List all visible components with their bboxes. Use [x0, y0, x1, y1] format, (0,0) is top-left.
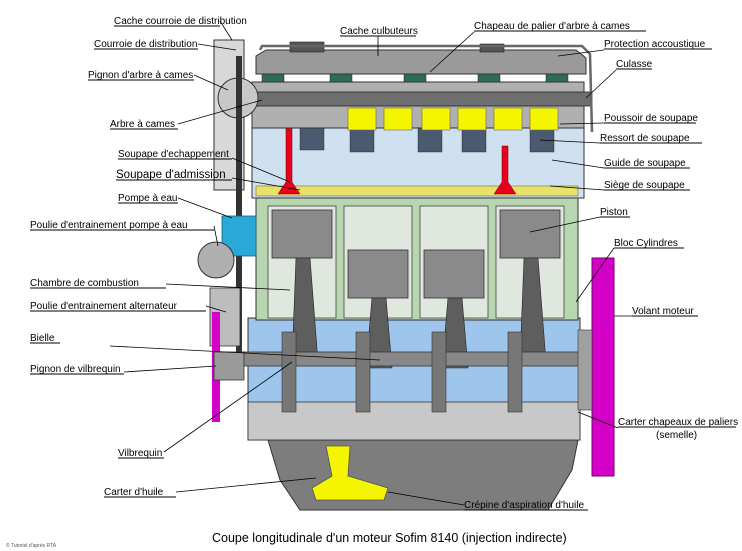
- water-pump-pulley: [197, 241, 235, 279]
- leader-lines: [109, 20, 632, 506]
- label-intake-valve: Soupape d'admission: [116, 169, 226, 181]
- valve-springs: [299, 119, 555, 153]
- timing-belt: [236, 56, 242, 356]
- label-camshaft-bearing-cap: Chapeau de palier d'arbre à cames: [474, 21, 630, 32]
- label-bearing-cap-carrier: Carter chapeaux de paliers: [618, 417, 738, 428]
- label-cylinder-head: Culasse: [616, 59, 653, 70]
- acoustic-cover: [258, 44, 594, 133]
- valve-cover: [255, 49, 587, 75]
- diagram-caption: Coupe longitudinale d'un moteur Sofim 81…: [212, 531, 567, 545]
- connecting-rods: [291, 257, 547, 369]
- crankshaft-sprocket: [213, 351, 245, 381]
- label-acoustic-protection: Protection accoustique: [604, 39, 706, 50]
- label-camshaft: Arbre à cames: [110, 119, 175, 130]
- bearing-cap-carrier: [247, 401, 581, 441]
- label-alternator-pulley: Poulie d'entrainement alternateur: [30, 301, 178, 312]
- label-bearing-cap-carrier-note: (semelle): [656, 430, 697, 441]
- label-valve-guide: Guide de soupape: [604, 158, 686, 169]
- label-valve-seat: Siège de soupape: [604, 180, 685, 191]
- label-connecting-rod: Bielle: [30, 333, 55, 344]
- label-tappet: Poussoir de soupape: [604, 113, 698, 124]
- label-oil-strainer: Crépine d'aspiration d'huile: [464, 500, 584, 511]
- label-water-pump-pulley: Poulie d'entrainement pompe à eau: [30, 220, 188, 231]
- label-piston: Piston: [600, 207, 628, 218]
- flywheel: [591, 257, 615, 477]
- label-flywheel: Volant moteur: [632, 306, 694, 317]
- pistons: [271, 209, 561, 299]
- label-valve-spring: Ressort de soupape: [600, 133, 690, 144]
- labels-right: Cache culbuteurs Chapeau de palier d'arb…: [340, 21, 738, 511]
- label-oil-sump: Carter d'huile: [104, 487, 164, 498]
- flywheel-hub: [577, 329, 593, 411]
- valve-seat-band: [255, 185, 579, 197]
- camshaft: [239, 91, 593, 107]
- label-camshaft-pulley: Pignon d'arbre à cames: [88, 70, 193, 81]
- label-crankshaft-sprocket: Pignon de vilbrequin: [30, 364, 121, 375]
- engine-drawing: [197, 39, 615, 511]
- label-timing-belt-cover: Cache courroie de distribution: [114, 16, 247, 27]
- label-combustion-chamber: Chambre de combustion: [30, 278, 139, 289]
- crankshaft: [239, 331, 591, 413]
- breather-cap: [479, 43, 505, 53]
- tappets: [347, 107, 559, 131]
- labels-left: Cache courroie de distribution Courroie …: [30, 16, 247, 498]
- corner-note: © Tutoriel d'après RTA: [6, 542, 57, 549]
- label-rocker-cover: Cache culbuteurs: [340, 26, 418, 37]
- label-timing-belt: Courroie de distribution: [94, 39, 197, 50]
- label-exhaust-valve: Soupape d'echappement: [118, 149, 229, 160]
- label-water-pump: Pompe à eau: [118, 193, 178, 204]
- oil-strainer: [311, 445, 389, 501]
- label-cylinder-block: Bloc Cylindres: [614, 238, 678, 249]
- camshaft-bearing-caps: [261, 73, 569, 83]
- label-crankshaft: Vilbrequin: [118, 448, 162, 459]
